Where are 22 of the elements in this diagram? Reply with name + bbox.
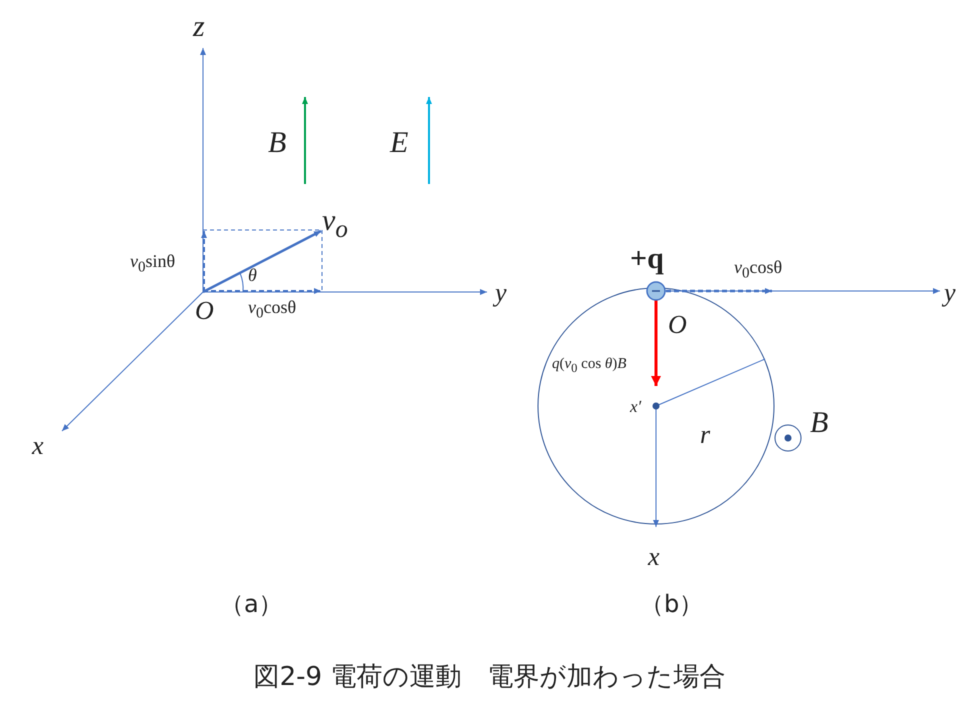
angle-label: θ [248, 266, 257, 284]
force-label: q(v$_{0}$ cos θ)B [552, 357, 626, 374]
component-label: v$_{0}$cosθ [734, 258, 782, 282]
field-label: B [810, 408, 828, 438]
axis-label: x [648, 544, 660, 570]
axis-label: y [495, 280, 507, 306]
axis-label: y [944, 280, 956, 306]
origin-label: O [195, 298, 214, 324]
figure-caption: 図2-9 電荷の運動 電界が加わった場合 [252, 664, 726, 690]
component-label: v$_{0}$sinθ [130, 252, 176, 276]
field-label: E [390, 128, 408, 158]
panel-label: （b） [640, 592, 704, 616]
point-label: x′ [630, 398, 642, 415]
axis-label: z [193, 12, 205, 42]
radius-label: r [700, 422, 710, 448]
vector-label: v$_{o}$ [322, 206, 348, 242]
panel-label: （a） [220, 592, 283, 616]
charge-label: +q [630, 244, 664, 274]
axis-label: x [32, 433, 44, 459]
component-label: v$_{0}$cosθ [248, 298, 296, 322]
origin-label: O [668, 312, 687, 338]
field-label: B [268, 128, 286, 158]
